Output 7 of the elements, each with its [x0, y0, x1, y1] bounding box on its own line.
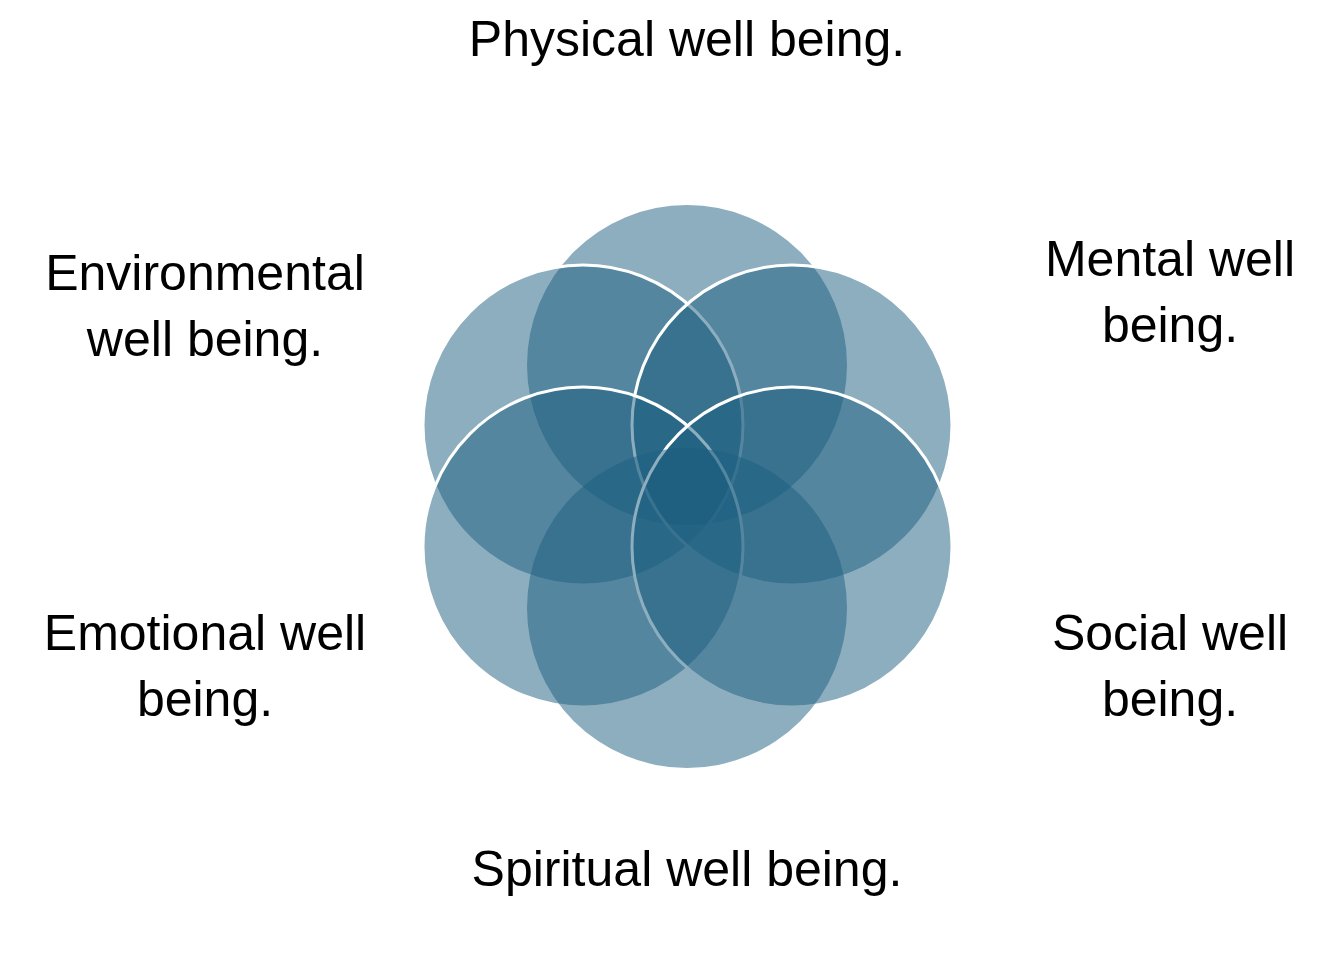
circle-caption: Social well being. [1050, 604, 1290, 729]
circle-caption: Spiritual well being. [470, 840, 904, 899]
circle-caption: Physical well being. [467, 10, 907, 69]
circle-caption: Mental well being. [1043, 230, 1297, 355]
circle [527, 448, 847, 768]
circle-caption: Environmental well being. [44, 244, 366, 369]
circle-caption: Emotional well being. [42, 604, 368, 729]
